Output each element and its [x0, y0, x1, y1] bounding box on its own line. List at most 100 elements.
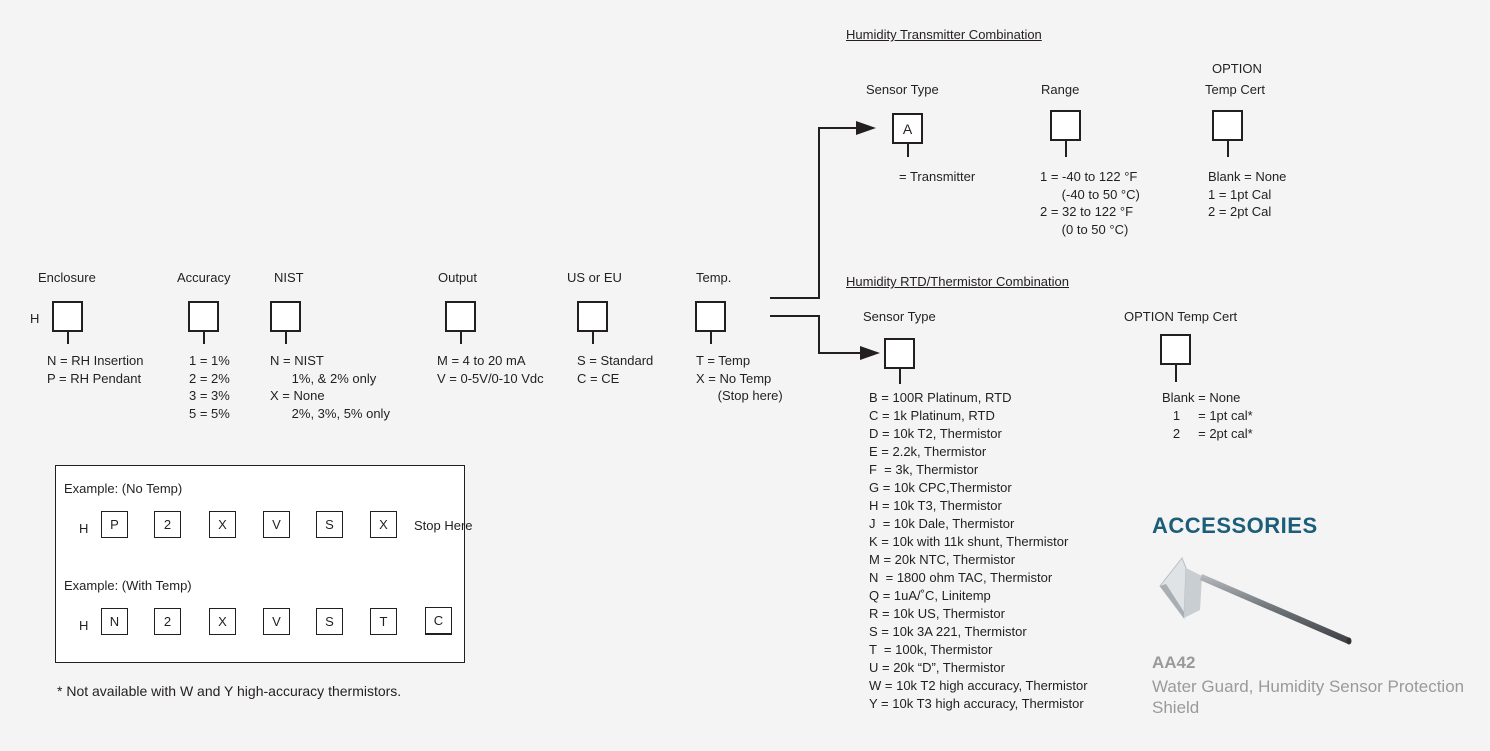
- temp-option-x: X = No Temp: [696, 370, 772, 386]
- nist-option-n: N = NIST: [270, 353, 324, 368]
- enclosure-option-p: P = RH Pendant: [47, 370, 142, 386]
- example-no-temp-box: 2: [154, 511, 181, 538]
- transmitter-range-option-2: 2 = 32 to 122 °F: [1040, 204, 1134, 219]
- rtd-sensor-option-f: F = 3k, Thermistor: [869, 462, 979, 477]
- enclosure-prefix: H: [30, 311, 40, 326]
- example-with-temp-box: C: [425, 607, 452, 634]
- transmitter-sensor-type-label: Sensor Type: [866, 82, 939, 97]
- enclosure-label: Enclosure: [38, 270, 96, 285]
- transmitter-sensor-stem: [907, 144, 909, 157]
- rtd-sensor-option-y: Y = 10k T3 high accuracy, Thermistor: [869, 696, 1084, 711]
- accessory-description: Water Guard, Humidity Sensor Protection …: [1152, 677, 1465, 717]
- temp-option-t: T = Temp: [696, 353, 751, 368]
- footnote: * Not available with W and Y high-accura…: [57, 683, 402, 699]
- example-with-temp-box: X: [209, 608, 236, 635]
- us-eu-box: [577, 301, 608, 332]
- rtd-sensor-option-b: B = 100R Platinum, RTD: [869, 390, 1012, 405]
- temp-stem: [710, 332, 712, 344]
- example-no-temp-box: X: [209, 511, 236, 538]
- rtd-sensor-option-j: J = 10k Dale, Thermistor: [869, 516, 1015, 531]
- transmitter-temp-cert-label: Temp Cert: [1205, 82, 1265, 97]
- rtd-sensor-option-u: U = 20k “D”, Thermistor: [869, 660, 1005, 675]
- rtd-sensor-option-g: G = 10k CPC,Thermistor: [869, 480, 1012, 495]
- transmitter-range-label: Range: [1041, 82, 1080, 97]
- nist-option-x: X = None: [270, 388, 325, 403]
- rtd-sensor-option-d: D = 10k T2, Thermistor: [869, 426, 1002, 441]
- rtd-temp-cert-stem: [1175, 365, 1177, 382]
- transmitter-temp-cert-2: 2 = 2pt Cal: [1208, 204, 1272, 219]
- us-eu-stem: [592, 332, 594, 344]
- accessories-title: ACCESSORIES: [1152, 513, 1318, 538]
- rtd-temp-cert-2: 2 = 2pt cal*: [1162, 426, 1253, 441]
- rtd-sensor-option-n: N = 1800 ohm TAC, Thermistor: [869, 570, 1053, 585]
- accuracy-option-3: 3 = 3%: [189, 388, 230, 403]
- accuracy-box: [188, 301, 219, 332]
- rtd-temp-cert-1: 1 = 1pt cal*: [1162, 408, 1253, 423]
- example-with-temp-label: Example: (With Temp): [64, 578, 192, 593]
- rtd-sensor-option-w: W = 10k T2 high accuracy, Thermistor: [869, 678, 1088, 693]
- example-no-temp-box: V: [263, 511, 290, 538]
- nist-stem: [285, 332, 287, 344]
- examples-panel: Example: (No Temp) H P 2 X V S X Stop He…: [55, 465, 473, 663]
- rtd-sensor-option-h: H = 10k T3, Thermistor: [869, 498, 1002, 513]
- us-eu-label: US or EU: [567, 270, 622, 285]
- rtd-sensor-option-k: K = 10k with 11k shunt, Thermistor: [869, 534, 1069, 549]
- output-box: [445, 301, 476, 332]
- rtd-sensor-option-s: S = 10k 3A 221, Thermistor: [869, 624, 1027, 639]
- example-with-temp-prefix: H: [79, 618, 89, 633]
- example-no-temp-label: Example: (No Temp): [64, 481, 183, 496]
- accuracy-option-2: 2 = 2%: [189, 370, 230, 386]
- rtd-combo-title: Humidity RTD/Thermistor Combination: [846, 274, 1069, 289]
- rtd-sensor-type-label: Sensor Type: [863, 309, 936, 324]
- example-with-temp-box: T: [370, 608, 397, 635]
- accuracy-label: Accuracy: [177, 270, 231, 285]
- nist-option-x-note: 2%, 3%, 5% only: [270, 405, 390, 421]
- transmitter-temp-cert-1: 1 = 1pt Cal: [1208, 186, 1272, 202]
- example-no-temp-box: P: [101, 511, 128, 538]
- rtd-sensor-option-c: C = 1k Platinum, RTD: [869, 408, 995, 423]
- transmitter-range-option-1: 1 = -40 to 122 °F: [1040, 169, 1138, 184]
- enclosure-option-n: N = RH Insertion: [47, 353, 144, 368]
- rtd-sensor-option-r: R = 10k US, Thermistor: [869, 606, 1005, 621]
- example-with-temp-box: 2: [154, 608, 181, 635]
- rtd-option-temp-cert-label: OPTION Temp Cert: [1124, 309, 1238, 324]
- enclosure-box: [52, 301, 83, 332]
- transmitter-range-box: [1050, 110, 1081, 141]
- rtd-sensor-option-q: Q = 1uA/˚C, Linitemp: [869, 588, 991, 603]
- temp-label: Temp.: [696, 270, 732, 285]
- rtd-sensor-option-t: T = 100k, Thermistor: [869, 642, 993, 657]
- example-with-temp-box: N: [101, 608, 128, 635]
- transmitter-temp-cert-blank: Blank = None: [1208, 169, 1287, 184]
- transmitter-option-label: OPTION: [1212, 61, 1262, 76]
- example-no-temp-prefix: H: [79, 521, 89, 536]
- transmitter-temp-cert-stem: [1227, 141, 1229, 157]
- accessory-code: AA42: [1152, 653, 1196, 672]
- rtd-temp-cert-box: [1160, 334, 1191, 365]
- transmitter-sensor-option: = Transmitter: [899, 169, 976, 184]
- output-stem: [460, 332, 462, 344]
- accuracy-option-5: 5 = 5%: [189, 405, 230, 421]
- enclosure-stem: [67, 332, 69, 344]
- example-no-temp-box: S: [316, 511, 343, 538]
- transmitter-range-stem: [1065, 141, 1067, 157]
- temp-option-stop: (Stop here): [696, 388, 783, 403]
- rtd-sensor-stem: [899, 369, 901, 384]
- water-guard-image: [1159, 557, 1352, 645]
- nist-box: [270, 301, 301, 332]
- output-label: Output: [438, 270, 478, 285]
- transmitter-temp-cert-box: [1212, 110, 1243, 141]
- example-stop-here: Stop Here: [414, 518, 473, 533]
- transmitter-combo-title: Humidity Transmitter Combination: [846, 27, 1042, 42]
- rtd-temp-cert-blank: Blank = None: [1162, 390, 1241, 405]
- output-option-v: V = 0-5V/0-10 Vdc: [437, 370, 544, 386]
- us-eu-option-c: C = CE: [577, 370, 620, 386]
- temp-box: [695, 301, 726, 332]
- nist-option-n-note: 1%, & 2% only: [270, 370, 377, 386]
- accuracy-stem: [203, 332, 205, 344]
- example-with-temp-box: S: [316, 608, 343, 635]
- transmitter-sensor-box: A: [892, 113, 923, 144]
- example-no-temp-box: X: [370, 511, 397, 538]
- rtd-sensor-box: [884, 338, 915, 369]
- transmitter-range-option-1-c: (-40 to 50 °C): [1040, 186, 1140, 202]
